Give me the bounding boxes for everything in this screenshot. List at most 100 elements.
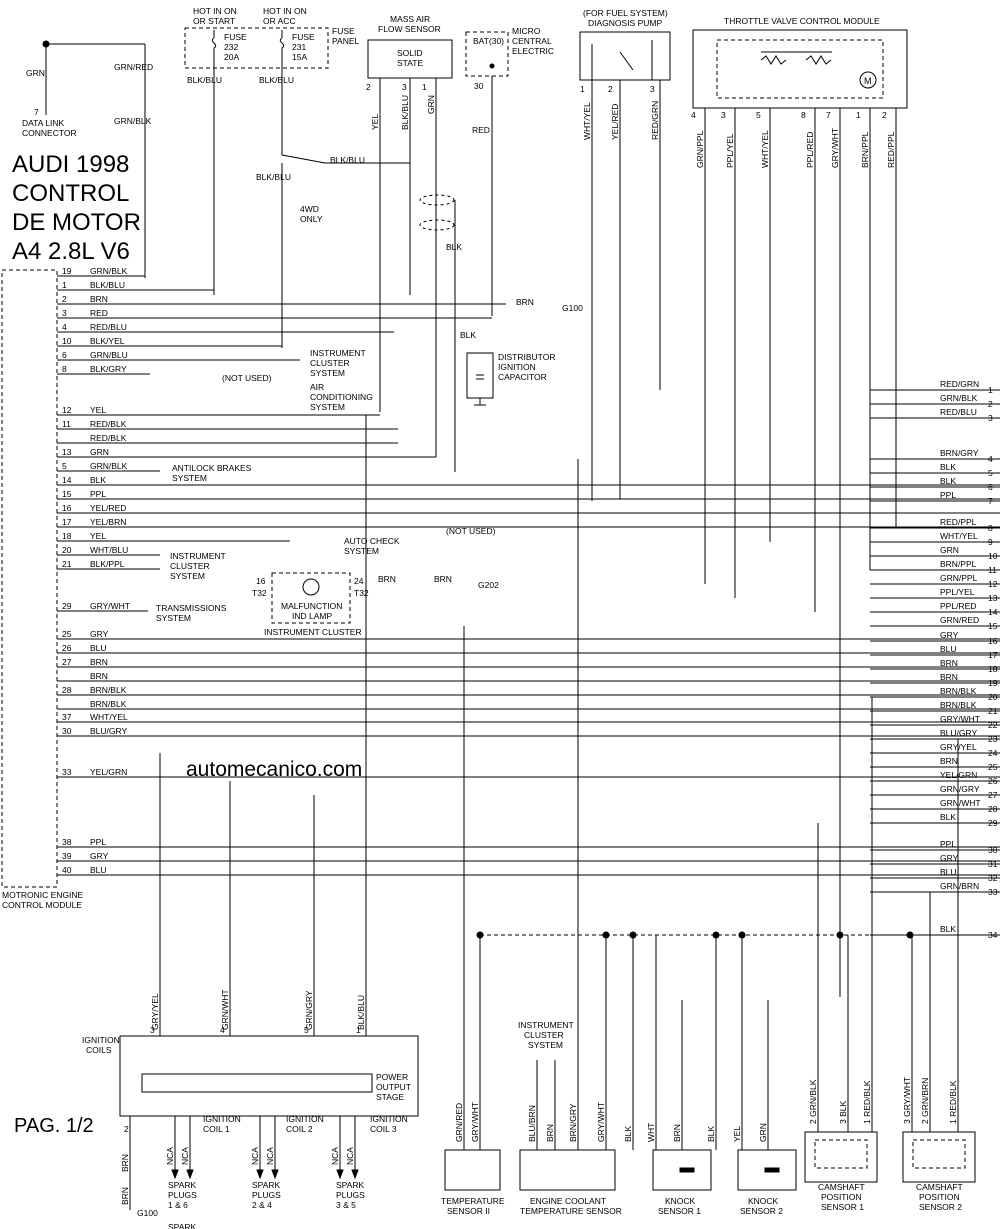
- right-pin-number: 22: [988, 720, 998, 730]
- right-pin-number: 20: [988, 692, 998, 702]
- coil2-b: COIL 2: [286, 1124, 313, 1134]
- fuse-232-symbol: [211, 30, 217, 68]
- g100-bottom-label: G100: [137, 1208, 158, 1218]
- right-pin-number: 21: [988, 706, 998, 716]
- right-pin-number: 31: [988, 859, 998, 869]
- mil-3: INSTRUMENT CLUSTER: [264, 627, 362, 637]
- ecm-wire-color: BRN: [90, 294, 108, 304]
- dlc-pin: 7: [34, 107, 39, 117]
- cluster2-2: CLUSTER: [170, 561, 210, 571]
- watermark: automecanico.com: [186, 758, 362, 781]
- ecm-wire-color: RED/BLK: [90, 419, 127, 429]
- ecm-pin-number: 26: [62, 643, 72, 653]
- maf-pin-3: 3: [402, 82, 407, 92]
- ecm-pin-number: 11: [62, 419, 71, 429]
- four-wd-2: ONLY: [300, 214, 323, 224]
- ect-2: TEMPERATURE SENSOR: [520, 1206, 622, 1216]
- cluster-sys-3: SYSTEM: [310, 368, 345, 378]
- right-pin-number: 11: [988, 565, 997, 575]
- sensor-wire-color: GRN/RED: [454, 1103, 464, 1142]
- dist-2: IGNITION: [498, 362, 536, 372]
- right-wire-color: RED/GRN: [940, 379, 979, 389]
- ecm-wire-color: BRN/BLK: [90, 699, 127, 709]
- right-wire-color: YEL/GRN: [940, 770, 977, 780]
- spark-plug-arrow: [336, 1169, 344, 1180]
- ecm-pin-number: 19: [62, 266, 72, 276]
- ecm-wire-color: GRY: [90, 851, 109, 861]
- coil1-a: IGNITION: [203, 1114, 241, 1124]
- shield-blk-wire: BLK: [446, 242, 462, 252]
- ecm-wire-color: YEL/BRN: [90, 517, 126, 527]
- right-wire-color: BLK: [940, 476, 956, 486]
- mce-2: CENTRAL: [512, 36, 552, 46]
- right-pin-number: 18: [988, 664, 998, 674]
- right-wire-color: RED/PPL: [940, 517, 977, 527]
- ecm-pin-number: 39: [62, 851, 72, 861]
- spark1-a: SPARK: [168, 1222, 197, 1229]
- fuel-diagnosis-pump: (FOR FUEL SYSTEM) DIAGNOSIS PUMP 1 2 3: [579, 8, 671, 94]
- ecm-wire-color: GRN/BLK: [90, 461, 128, 471]
- right-wire-color: BLK: [940, 812, 956, 822]
- ecm-wire-color: GRY: [90, 629, 109, 639]
- right-pin-number: 30: [988, 845, 998, 855]
- nca-label: NCA: [330, 1147, 340, 1165]
- tvcm-wire-color: PPL/RED: [805, 132, 815, 168]
- mil-2: IND LAMP: [292, 611, 332, 621]
- sensor-wire-color: BRN/GRY: [568, 1103, 578, 1142]
- tvcm-pin-number: 4: [691, 110, 696, 120]
- ignition-coils: IGNITION COILS POWER OUTPUT STAGE IGNITI…: [82, 1035, 419, 1229]
- pump-title-1: (FOR FUEL SYSTEM): [583, 8, 668, 18]
- mil-t32-a: T32: [252, 588, 267, 598]
- ecm-wire-color: BRN: [90, 671, 108, 681]
- ecm-wire-color: GRN/BLU: [90, 350, 128, 360]
- ecm-wire-color: PPL: [90, 489, 106, 499]
- fuse-panel-label-2: PANEL: [332, 36, 360, 46]
- mce-3: ELECTRIC: [512, 46, 554, 56]
- tvcm-pin-number: 1: [856, 110, 861, 120]
- g100-top-label: G100: [562, 303, 583, 313]
- spark-plug-arrow: [186, 1169, 194, 1180]
- fuse-panel: HOT IN ON OR START HOT IN ON OR ACC FUSE…: [184, 6, 410, 348]
- ecm-wire-color: YEL/RED: [90, 503, 126, 513]
- maf-wire-blkblu: BLK/BLU: [400, 95, 410, 130]
- right-pin-number: 17: [988, 650, 998, 660]
- maf-title-1: MASS AIR: [390, 14, 430, 24]
- spark1-c: 1 & 6: [168, 1200, 188, 1210]
- coil3-b: COIL 3: [370, 1124, 397, 1134]
- fuse-232-label: FUSE: [224, 32, 247, 42]
- dlc-grn-blk-label: GRN/BLK: [114, 116, 152, 126]
- mil-brn-2: BRN: [434, 574, 452, 584]
- right-wire-color: PPL: [940, 490, 956, 500]
- cluster2-1: INSTRUMENT: [170, 551, 226, 561]
- ign-coils-1: IGNITION: [82, 1035, 120, 1045]
- right-wire-color: BRN: [940, 756, 958, 766]
- ecm-pin-number: 1: [62, 280, 67, 290]
- ecm-wire-color: BRN: [90, 657, 108, 667]
- fuse-231-rating: 15A: [292, 52, 307, 62]
- right-wire-color: BLK: [940, 462, 956, 472]
- ks1-a: KNOCK: [665, 1196, 696, 1206]
- ecm-pin-number: 2: [62, 294, 67, 304]
- fuse-231-number: 231: [292, 42, 306, 52]
- coil-pin-number: 1: [356, 1025, 361, 1035]
- pos-1: POWER: [376, 1072, 408, 1082]
- right-pin-number: 3: [988, 413, 993, 423]
- pump-wire-color: WHT/YEL: [582, 102, 592, 140]
- ecm-label-2: CONTROL MODULE: [2, 900, 82, 910]
- cam2-b: POSITION: [919, 1192, 960, 1202]
- shielded-wire: BLK: [419, 194, 462, 472]
- ecm-wire-color: BRN/BLK: [90, 685, 127, 695]
- maf-feed-wire: BLK/BLU: [330, 155, 365, 165]
- right-pin-number: 6: [988, 482, 993, 492]
- maf-pin-1: 1: [422, 82, 427, 92]
- sensor-wire-color: YEL: [732, 1126, 742, 1142]
- right-pin-number: 33: [988, 887, 998, 897]
- ecm-wire-color: BLU: [90, 865, 107, 875]
- page-number: PAG. 1/2: [14, 1115, 94, 1137]
- coil-wire-color: GRN/WHT: [220, 989, 230, 1030]
- coil2-a: IGNITION: [286, 1114, 324, 1124]
- mil-pin-16: 16: [256, 576, 266, 586]
- coil-pin-number: 5: [304, 1025, 309, 1035]
- sensor-wire-color: BLK: [623, 1126, 633, 1142]
- splice-dot: [476, 931, 484, 939]
